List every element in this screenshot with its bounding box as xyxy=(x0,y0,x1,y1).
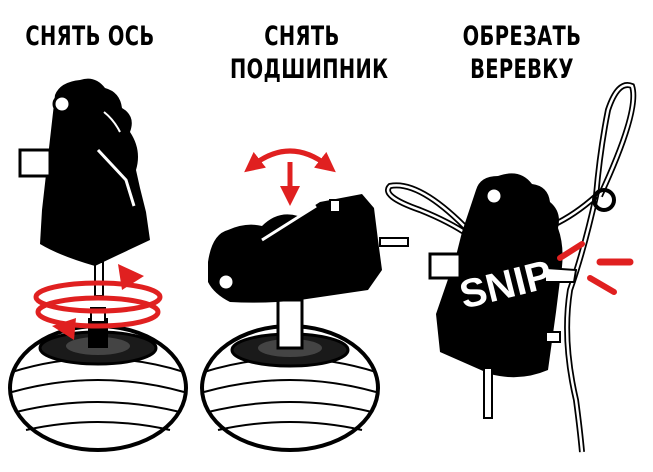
device-body-3: SNIP xyxy=(428,173,578,419)
caster-base-2 xyxy=(200,298,380,452)
step3-title: ОБРЕЗАТЬ ВЕРЕВКУ xyxy=(450,20,594,86)
step1-title: СНЯТЬ ОСЬ xyxy=(25,20,155,53)
rotate-arrow-icon xyxy=(33,264,163,340)
step3-illustration: SNIP xyxy=(385,82,637,453)
cut-marks-icon xyxy=(557,241,634,295)
step3-title-line1: ОБРЕЗАТЬ xyxy=(462,21,582,52)
step1-illustration xyxy=(8,78,188,452)
lift-arrow-icon xyxy=(244,148,336,206)
axle xyxy=(94,261,104,297)
step1-title-line1: СНЯТЬ ОСЬ xyxy=(25,21,155,52)
step2-title: СНЯТЬ ПОДШИПНИК xyxy=(230,20,389,86)
step3-title-line2: ВЕРЕВКУ xyxy=(470,54,574,85)
device-body-2 xyxy=(208,194,409,303)
device-body xyxy=(18,78,150,266)
caster-base xyxy=(8,307,188,452)
step2-title-line2: ПОДШИПНИК xyxy=(230,54,389,85)
step2-illustration xyxy=(200,148,409,452)
step2-title-line1: СНЯТЬ xyxy=(264,21,340,52)
